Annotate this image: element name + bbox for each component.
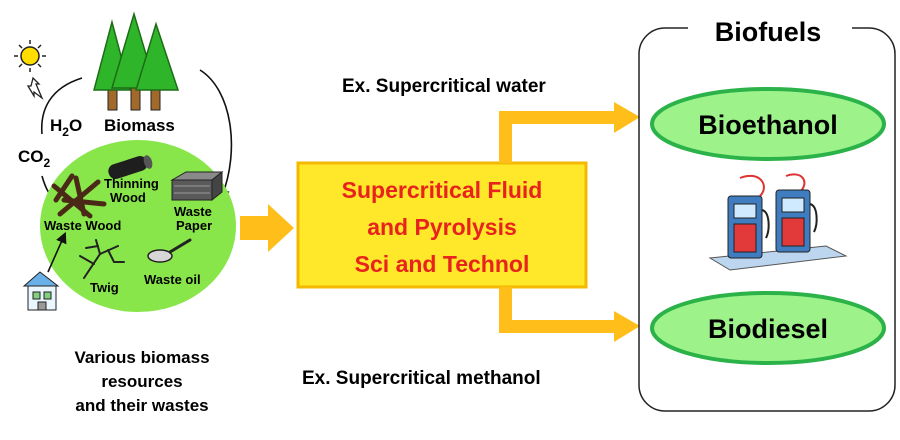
house-to-circle-arrow	[47, 231, 67, 273]
upper-route-arrow	[499, 102, 640, 163]
bioethanol-label: Bioethanol	[698, 110, 838, 140]
paper-stack-icon	[170, 170, 224, 202]
co2-label: CO2	[18, 147, 51, 170]
frying-pan-icon	[147, 238, 192, 263]
lower-route-arrow	[499, 287, 640, 342]
lower-route-label: Ex. Supercritical methanol	[302, 368, 541, 389]
twig-label: Twig	[90, 280, 119, 295]
process-line-2: and Pyrolysis	[367, 214, 517, 240]
biomass-label: Biomass	[104, 116, 175, 135]
house-icon	[22, 271, 60, 311]
thinning-wood-label-2: Wood	[110, 190, 146, 205]
resource-caption-line-3: and their wastes	[75, 396, 208, 415]
upper-route-label: Ex. Supercritical water	[342, 76, 546, 97]
biofuels-title-backing	[688, 16, 852, 42]
process-box	[296, 161, 588, 289]
process-line-3: Sci and Technol	[355, 251, 530, 277]
log-icon	[108, 155, 153, 180]
cycle-arrow-right	[199, 69, 233, 201]
h2o-label: H2O	[50, 116, 82, 139]
biodiesel-ellipse	[650, 291, 886, 365]
sun-icon	[14, 40, 46, 72]
waste-wood-label: Waste Wood	[44, 218, 121, 233]
thinning-wood-label-1: Thinning	[104, 176, 159, 191]
twig-icon	[79, 239, 125, 279]
input-to-process-arrow	[240, 204, 294, 252]
biodiesel-label: Biodiesel	[708, 314, 828, 344]
resource-caption-line-2: resources	[101, 372, 182, 391]
biofuels-title: Biofuels	[715, 17, 822, 47]
wood-pile-icon	[51, 173, 107, 219]
sunlight-arrow-icon	[26, 76, 44, 100]
fuel-pump-icon	[708, 173, 848, 271]
waste-paper-label-2: Paper	[176, 218, 212, 233]
waste-oil-label: Waste oil	[144, 272, 201, 287]
tree-canopy	[134, 21, 180, 91]
waste-paper-label-1: Waste	[174, 204, 212, 219]
process-line-1: Supercritical Fluid	[342, 177, 543, 203]
cycle-arrow-left	[40, 77, 83, 135]
forest-icon	[93, 11, 180, 111]
resource-caption-line-1: Various biomass	[74, 348, 209, 367]
bioethanol-ellipse	[650, 87, 886, 161]
